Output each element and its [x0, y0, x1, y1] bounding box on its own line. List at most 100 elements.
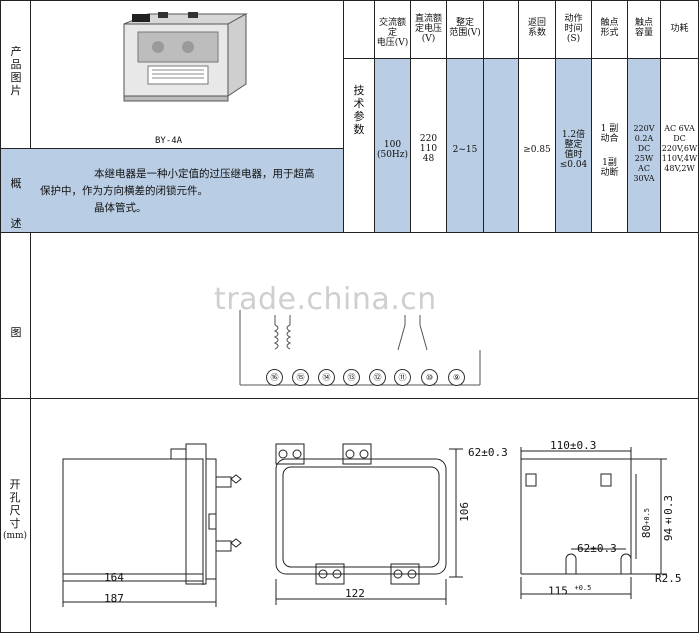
val-line: 1.2倍	[561, 130, 586, 140]
hdr-line: 容量	[634, 28, 653, 38]
label-char: 尺	[9, 504, 21, 517]
spec-header-power: 功耗	[661, 24, 698, 34]
dim-80: 80+0.5	[640, 508, 653, 538]
val-line: (50Hz)	[376, 150, 409, 160]
dim-115-value: 115	[548, 584, 568, 598]
val-line: 动断	[600, 168, 619, 178]
relay-product-photo	[123, 12, 248, 102]
tech-col-line	[627, 0, 628, 232]
dim-r25: R2.5	[655, 572, 682, 585]
dim-110: 110±0.3	[550, 439, 597, 452]
hdr-line: 电压(V)	[376, 38, 409, 48]
row-divider-3	[0, 398, 699, 399]
hdr-line: 形式	[600, 28, 619, 38]
tech-col-line	[591, 0, 592, 232]
hdr-line: 系数	[527, 28, 546, 38]
product-model: BY-4A	[155, 136, 183, 146]
watermark: trade.china.cn	[214, 282, 437, 317]
spec-value-contact-capacity: 220V 0.2A DC 25W AC 30VA	[628, 124, 660, 184]
val-line: AC	[638, 164, 650, 173]
hdr-line: 定电压	[414, 24, 442, 34]
val-line: 100	[383, 140, 402, 150]
val-line: 整定	[564, 140, 583, 150]
dim-164: 164	[104, 571, 124, 584]
label-char: 技	[353, 84, 365, 97]
dim-94: 94±0.3	[662, 495, 675, 542]
val-line: 48V,2W	[664, 164, 695, 173]
terminal: ⑨	[448, 369, 465, 386]
overview-text: 本继电器是一种小定值的过压继电器，用于超高 保护中，作为方向横差的闭锁元件。 晶…	[40, 166, 340, 217]
hdr-line: 功耗	[670, 24, 689, 34]
dim-115: 115 +0.5	[548, 584, 591, 598]
val-line: 110V,4W	[661, 154, 698, 163]
label-char: 寸	[9, 517, 21, 530]
label-char: 片	[10, 84, 22, 97]
dim-122: 122	[345, 587, 365, 600]
dim-187: 187	[104, 592, 124, 605]
val-line: 2~15	[452, 145, 478, 155]
spacer	[592, 144, 627, 158]
spec-header-range: 整定 范围(V)	[447, 18, 483, 38]
frame-top	[0, 0, 699, 1]
terminal: ⑩	[421, 369, 438, 386]
val-line: 220V,6W	[661, 144, 698, 153]
col-main-divider	[343, 0, 344, 232]
val-line: 值时	[564, 150, 583, 160]
spec-header-ac-voltage: 交流额定 电压(V)	[375, 18, 410, 48]
row-divider-2	[0, 232, 699, 233]
terminal: ⑬	[343, 369, 360, 386]
label-char: 图	[10, 326, 22, 339]
terminal: ⑫	[369, 369, 386, 386]
tech-value-bg	[556, 59, 591, 232]
label-unit: (mm)	[2, 531, 28, 541]
label-overview: 概 述	[6, 164, 26, 244]
hdr-line: 返回	[527, 18, 546, 28]
val-line: 1副	[602, 158, 617, 168]
spec-header-dc-voltage: 直流额 定电压 (V)	[411, 14, 446, 44]
hdr-line: (V)	[421, 34, 436, 44]
tech-col-line	[555, 0, 556, 232]
val-line: 220	[419, 134, 438, 144]
label-char: 开	[9, 478, 21, 491]
label-char: 产	[10, 45, 22, 58]
desc-line: 本继电器是一种小定值的过压继电器，用于超高	[94, 168, 315, 180]
spec-value-time: 1.2倍 整定 值时 ≤0.04	[556, 130, 591, 170]
tech-col-line	[446, 0, 447, 232]
tech-col-line	[660, 0, 661, 232]
tech-col-line	[410, 0, 411, 232]
val-line: 动合	[600, 134, 619, 144]
desc-line: 晶体管式。	[94, 202, 147, 214]
val-line: 48	[422, 154, 435, 164]
hdr-line: (S)	[566, 34, 581, 44]
tech-value-bg	[447, 59, 483, 232]
hdr-line: 触点	[600, 18, 619, 28]
desc-line: 保护中，作为方向横差的闭锁元件。	[40, 185, 208, 197]
dim-62b: 62±0.3	[577, 542, 617, 555]
label-cutout: 开 孔 尺 寸 (mm)	[2, 478, 28, 543]
tech-col-line	[518, 0, 519, 232]
tech-value-bg	[628, 59, 660, 232]
hdr-line: 直流额	[414, 14, 442, 24]
spec-value-ac-voltage: 100 (50Hz)	[375, 140, 410, 160]
label-char: 品	[10, 58, 22, 71]
spec-value-range: 2~15	[447, 145, 483, 155]
row-divider-1	[0, 148, 343, 149]
hdr-line: 时间	[564, 24, 583, 34]
val-line: 220V	[633, 124, 655, 133]
terminal: ⑪	[394, 369, 411, 386]
val-line: 0.2A	[634, 134, 654, 143]
spec-value-dc-voltage: 220 110 48	[411, 134, 446, 164]
dim-80-tol: +0.5	[643, 508, 651, 525]
dim-106: 106	[458, 502, 471, 522]
label-tech-params: 技 术 参 数	[350, 84, 368, 136]
label-char: 术	[353, 97, 365, 110]
spec-header-contact-capacity: 触点 容量	[628, 18, 660, 38]
hdr-line: 交流额定	[378, 18, 406, 38]
dim-115-tol: +0.5	[574, 584, 592, 592]
label-char: 数	[353, 123, 365, 136]
hdr-line: 整定	[455, 18, 474, 28]
val-line: 110	[419, 144, 438, 154]
col-label-divider	[30, 0, 31, 633]
label-char: 概	[10, 177, 22, 190]
spec-header-contact-form: 触点 形式	[592, 18, 627, 38]
